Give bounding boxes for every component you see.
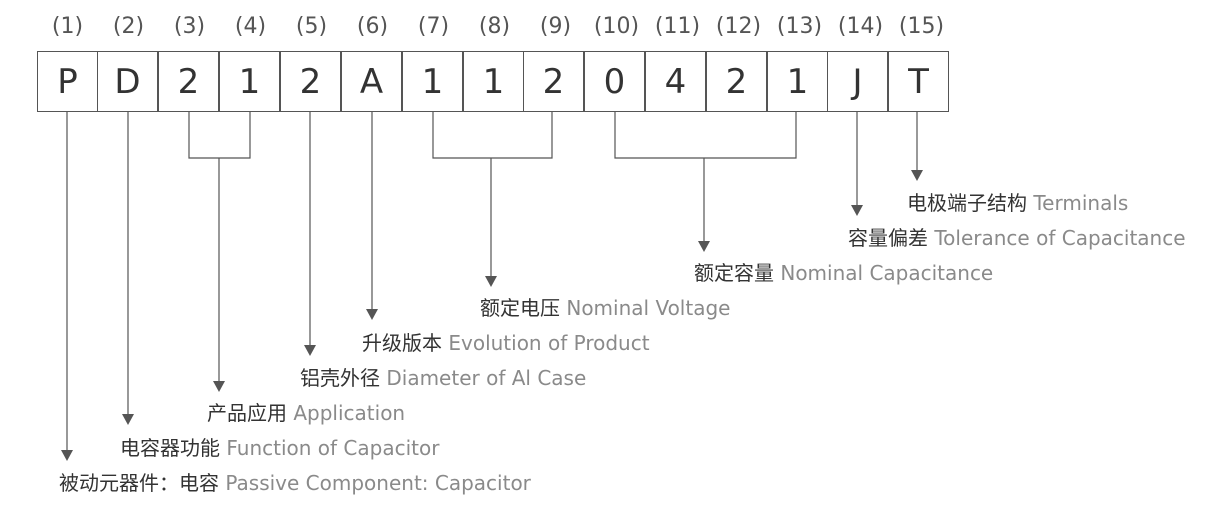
description-cn: 铝壳外径	[300, 366, 380, 390]
description-label: 被动元器件：电容 Passive Component: Capacitor	[59, 471, 531, 495]
code-character: 1	[482, 61, 505, 102]
description-cn: 电容器功能	[120, 436, 220, 460]
arrow-down-icon	[911, 170, 923, 181]
description-en: Diameter of Al Case	[386, 366, 587, 390]
code-character: 1	[786, 61, 809, 102]
description-cn: 额定电压	[480, 296, 560, 320]
position-number: (13)	[776, 14, 823, 39]
description-en: Passive Component: Capacitor	[225, 471, 531, 495]
description-cn: 电极端子结构	[907, 191, 1027, 215]
code-character: 2	[299, 61, 322, 102]
code-box: T	[888, 51, 949, 112]
code-box: 1	[767, 51, 828, 112]
position-number: (6)	[356, 14, 389, 39]
position-number: (4)	[234, 14, 267, 39]
description-en: Nominal Voltage	[566, 296, 731, 320]
code-character: 1	[421, 61, 444, 102]
position-number: (10)	[593, 14, 640, 39]
description-en: Function of Capacitor	[226, 436, 440, 460]
description-label: 产品应用 Application	[207, 401, 405, 425]
code-character: T	[908, 61, 929, 102]
code-character: J	[852, 61, 863, 102]
bracket-connector-7-9	[432, 112, 553, 276]
code-box: 0	[584, 51, 645, 112]
description-en: Evolution of Product	[448, 331, 650, 355]
position-number: (5)	[295, 14, 328, 39]
arrow-down-icon	[485, 276, 497, 287]
position-number: (7)	[417, 14, 450, 39]
code-box: 1	[402, 51, 463, 112]
code-box: P	[37, 51, 98, 112]
description-label: 额定容量 Nominal Capacitance	[694, 261, 993, 285]
arrow-down-icon	[122, 414, 134, 425]
description-label: 额定电压 Nominal Voltage	[480, 296, 730, 320]
code-box: D	[97, 51, 158, 112]
position-number: (15)	[898, 14, 945, 39]
code-box: 2	[158, 51, 219, 112]
bracket-connector-10-13	[614, 112, 797, 241]
code-character: 4	[664, 61, 687, 102]
arrow-down-icon	[304, 345, 316, 356]
description-cn: 额定容量	[694, 261, 774, 285]
position-number: (8)	[478, 14, 511, 39]
code-character: A	[359, 61, 384, 102]
position-number: (12)	[715, 14, 762, 39]
position-number: (14)	[837, 14, 884, 39]
description-label: 电容器功能 Function of Capacitor	[120, 436, 439, 460]
position-number: (2)	[112, 14, 145, 39]
position-number: (3)	[173, 14, 206, 39]
description-cn: 被动元器件：电容	[59, 471, 219, 495]
arrow-down-icon	[698, 241, 710, 252]
description-label: 电极端子结构 Terminals	[907, 191, 1128, 215]
code-box: 2	[523, 51, 584, 112]
code-box: J	[827, 51, 888, 112]
code-box: 4	[645, 51, 706, 112]
arrow-down-icon	[213, 381, 225, 392]
position-number: (9)	[539, 14, 572, 39]
description-en: Tolerance of Capacitance	[934, 226, 1186, 250]
description-en: Application	[293, 401, 406, 425]
description-label: 容量偏差 Tolerance of Capacitance	[848, 226, 1186, 250]
code-character: 2	[725, 61, 748, 102]
description-cn: 升级版本	[362, 331, 442, 355]
arrow-down-icon	[366, 309, 378, 320]
position-number: (11)	[654, 14, 701, 39]
code-character: 0	[603, 61, 626, 102]
description-label: 铝壳外径 Diameter of Al Case	[300, 366, 586, 390]
code-character: 1	[238, 61, 261, 102]
code-character: D	[114, 61, 141, 102]
code-character: 2	[177, 61, 200, 102]
code-character: 2	[542, 61, 565, 102]
code-box: 2	[706, 51, 767, 112]
arrow-down-icon	[61, 450, 73, 461]
code-box: 2	[280, 51, 341, 112]
description-label: 升级版本 Evolution of Product	[362, 331, 650, 355]
description-cn: 容量偏差	[848, 226, 928, 250]
code-box: A	[341, 51, 402, 112]
code-character: P	[57, 61, 78, 102]
description-en: Nominal Capacitance	[780, 261, 994, 285]
bracket-connector-3-4	[188, 112, 251, 381]
description-en: Terminals	[1033, 191, 1129, 215]
description-cn: 产品应用	[207, 401, 287, 425]
position-number: (1)	[51, 14, 84, 39]
code-box: 1	[219, 51, 280, 112]
arrow-down-icon	[851, 205, 863, 216]
